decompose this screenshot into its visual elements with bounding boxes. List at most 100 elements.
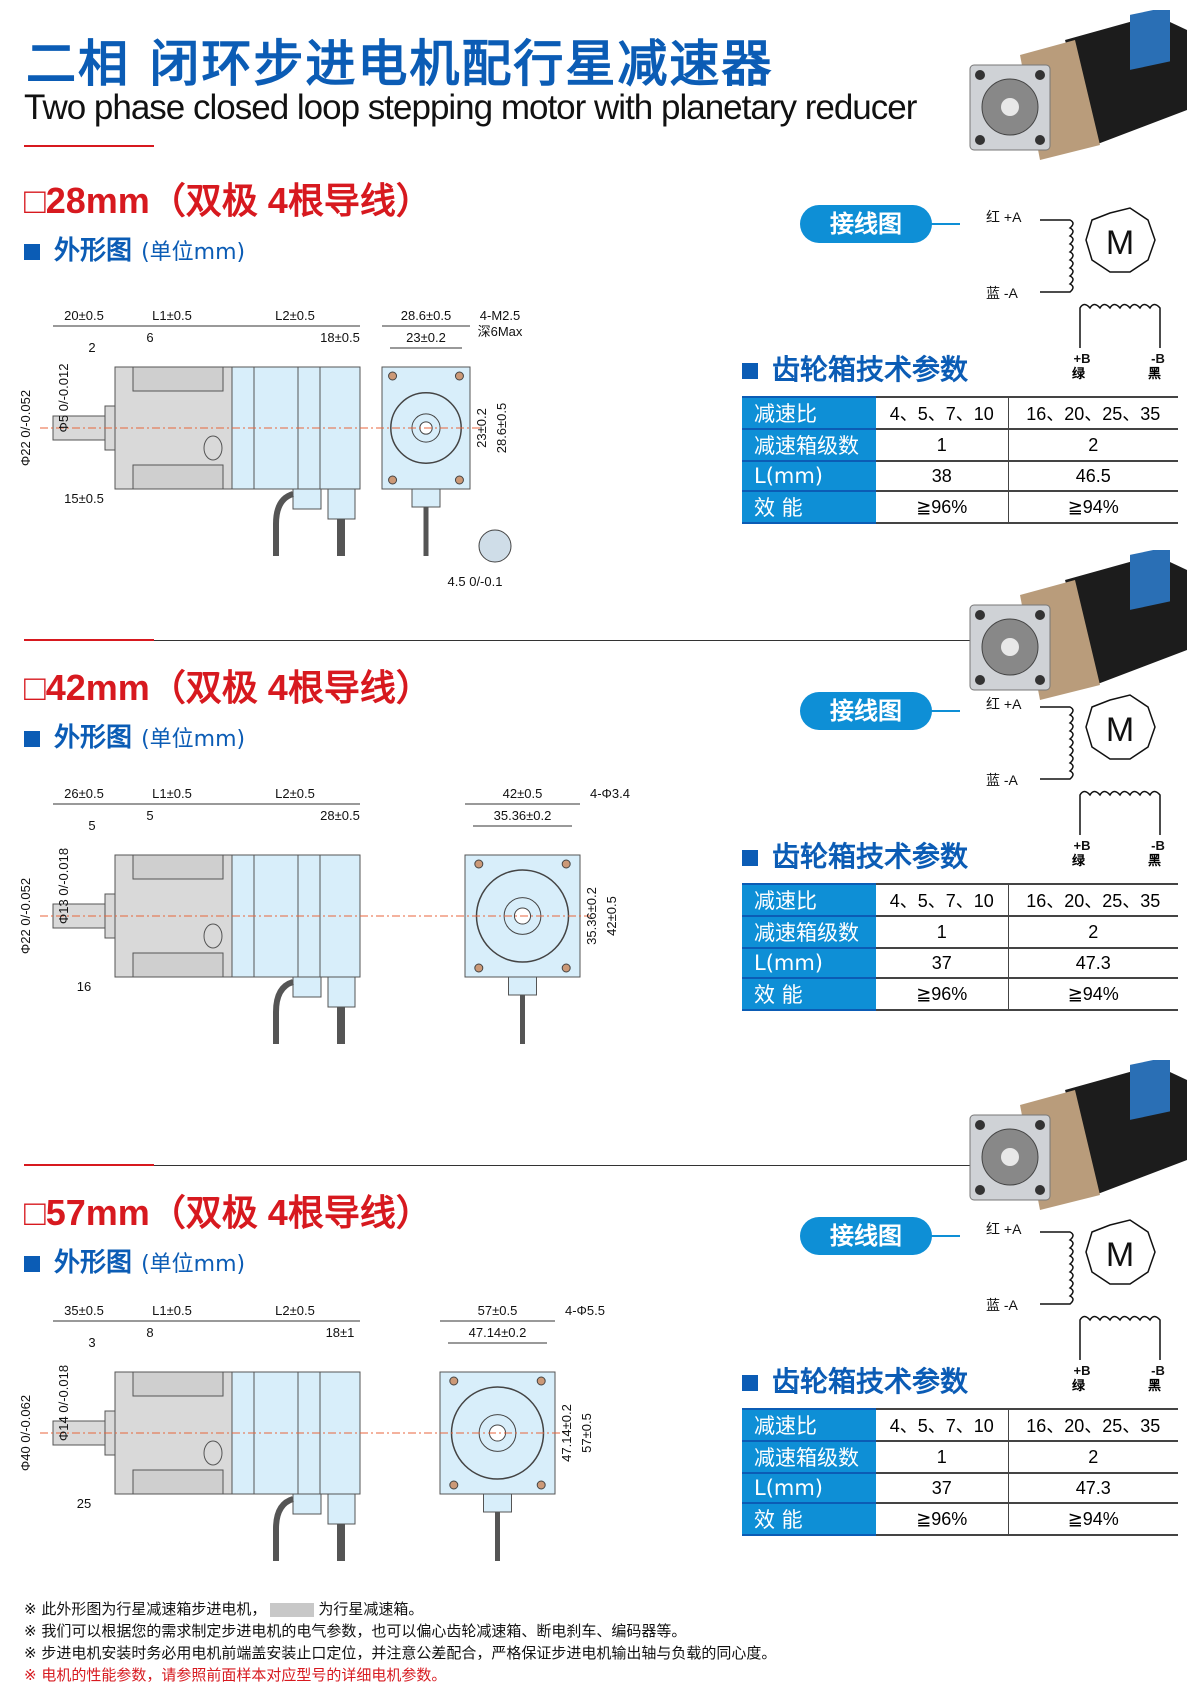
dimension-label: 6 <box>146 330 153 345</box>
dimension-label: 4.5 0/-0.1 <box>448 574 503 589</box>
svg-text:M: M <box>1106 1236 1134 1274</box>
svg-text:M: M <box>1106 224 1134 262</box>
page-title-cn: 二相 闭环步进电机配行星减速器 <box>26 35 774 93</box>
wire-b-minus-color: 黑 <box>1148 367 1162 382</box>
wiring-diagram: 红 +A 蓝 -A M +B -B <box>930 207 1165 366</box>
wire-b-minus-color: 黑 <box>1148 854 1162 869</box>
dimension-label: Φ13 0/-0.018 <box>56 848 71 924</box>
dimension-label: 16 <box>77 979 91 994</box>
wiring-diagram-label: 接线图 <box>800 205 932 243</box>
mounting-hole-icon <box>388 475 398 485</box>
dimension-label: 28.6±0.5 <box>494 403 509 454</box>
dimension-label: L2±0.5 <box>275 788 315 801</box>
dimension-label: 23±0.2 <box>474 408 489 448</box>
dimension-label: 35.36±0.2 <box>494 808 552 823</box>
mounting-hole-icon <box>449 1376 459 1386</box>
mounting-hole-icon <box>561 963 571 973</box>
mounting-hole-icon <box>536 1480 546 1490</box>
divider <box>24 145 154 147</box>
dimension-label: 深6Max <box>478 324 523 339</box>
wiring-diagram: 红 +A 蓝 -A M +B -B <box>930 694 1165 853</box>
svg-text:+B: +B <box>1074 838 1091 853</box>
dimension-label: L1±0.5 <box>152 308 192 323</box>
table-row: 效 能≧96%≧94% <box>742 1502 1178 1536</box>
dimension-label: Φ22 0/-0.052 <box>18 878 33 954</box>
wiring-diagram-label: 接线图 <box>800 1217 932 1255</box>
wire-b-plus-color: 绿 <box>1072 367 1086 382</box>
dimension-label: Φ5 0/-0.012 <box>56 364 71 433</box>
section-heading: □57mm（双极 4根导线） <box>24 1192 432 1233</box>
motor-photo <box>969 1060 1187 1210</box>
table-row: 效 能≧96%≧94% <box>742 490 1178 524</box>
mounting-hole-icon <box>449 1480 459 1490</box>
dimension-label: 26±0.5 <box>64 788 104 801</box>
motor-symbol-icon <box>1085 694 1156 760</box>
divider <box>24 1164 154 1166</box>
motor-photo <box>969 550 1187 700</box>
dimension-label: Φ14 0/-0.018 <box>56 1365 71 1441</box>
dimension-label: 5 <box>88 818 95 833</box>
motor-symbol-icon <box>1085 1219 1156 1285</box>
dimension-label: 47.14±0.2 <box>469 1325 527 1340</box>
dimension-label: 57±0.5 <box>579 1413 594 1453</box>
wire-a-plus: 红 +A <box>986 209 1022 225</box>
svg-text:-B: -B <box>1151 1363 1165 1378</box>
footer-note-3: ※ 步进电机安装时务必用电机前端盖安装止口定位，并注意公差配合，严格保证步进电机… <box>24 1644 777 1662</box>
dimension-label: 23±0.2 <box>406 330 446 345</box>
svg-text:-B: -B <box>1151 351 1165 366</box>
dimension-label: 28.6±0.5 <box>401 308 452 323</box>
svg-text:+B: +B <box>1074 1363 1091 1378</box>
page-title-en: Two phase closed loop stepping motor wit… <box>24 88 917 127</box>
mounting-hole-icon <box>536 1376 546 1386</box>
dimension-label: 57±0.5 <box>478 1305 518 1318</box>
dimension-label: 35.36±0.2 <box>584 887 599 945</box>
dimension-label: 4-M2.5 <box>480 308 520 323</box>
footer-note-2: ※ 我们可以根据您的需求制定步进电机的电气参数，也可以偏心齿轮减速箱、断电刹车、… <box>24 1622 687 1640</box>
svg-text:-B: -B <box>1151 838 1165 853</box>
dimension-label: 47.14±0.2 <box>559 1404 574 1462</box>
mounting-hole-icon <box>474 859 484 869</box>
dimension-label: 25 <box>77 1496 91 1511</box>
wire-a-plus: 红 +A <box>986 1221 1022 1237</box>
mounting-hole-icon <box>454 475 464 485</box>
wire-a-minus: 蓝 -A <box>986 1297 1019 1313</box>
table-row: 效 能≧96%≧94% <box>742 977 1178 1011</box>
dimension-label: L1±0.5 <box>152 788 192 801</box>
section-divider <box>130 640 980 641</box>
divider <box>24 639 154 641</box>
mounting-hole-icon <box>561 859 571 869</box>
square-bullet-icon <box>24 1255 40 1272</box>
wire-b-plus-color: 绿 <box>1072 854 1086 869</box>
coil-b-icon <box>1079 303 1161 348</box>
svg-text:M: M <box>1106 711 1134 749</box>
gearbox-spec-heading: 齿轮箱技术参数 <box>742 835 968 875</box>
section-divider <box>130 1165 980 1166</box>
mounting-hole-icon <box>474 963 484 973</box>
square-bullet-icon <box>24 243 40 260</box>
outline-heading: 外形图 (单位mm) <box>24 230 245 267</box>
dimension-label: L1±0.5 <box>152 1305 192 1318</box>
mounting-hole-icon <box>388 371 398 381</box>
wiring-diagram-label: 接线图 <box>800 692 932 730</box>
footer-note-1: ※ 此外形图为行星减速箱步进电机，为行星减速箱。 <box>24 1600 424 1618</box>
outline-heading: 外形图 (单位mm) <box>24 717 245 754</box>
wire-a-plus: 红 +A <box>986 696 1022 712</box>
wiring-diagram: 红 +A 蓝 -A M +B -B <box>930 1219 1165 1378</box>
outline-heading: 外形图 (单位mm) <box>24 1242 245 1279</box>
dimension-label: 5 <box>146 808 153 823</box>
section-heading: □42mm（双极 4根导线） <box>24 667 432 708</box>
coil-b-icon <box>1079 1315 1161 1360</box>
coil-b-icon <box>1079 790 1161 835</box>
dimension-label: 4-Φ5.5 <box>565 1305 605 1318</box>
dimension-label: 18±1 <box>326 1325 355 1340</box>
mounting-hole-icon <box>454 371 464 381</box>
